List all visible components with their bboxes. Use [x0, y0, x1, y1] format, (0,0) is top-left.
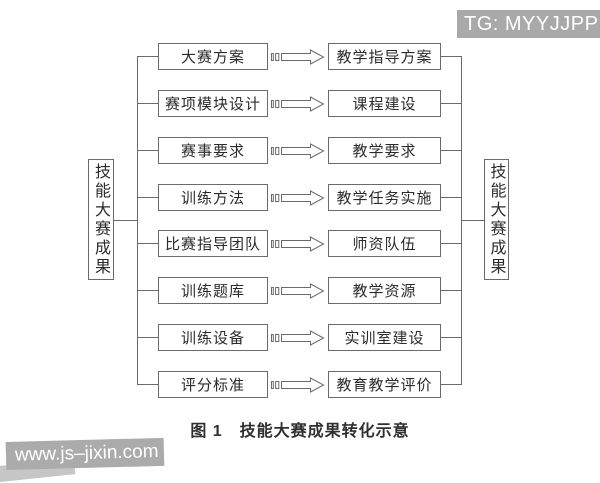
row-connector-left — [137, 337, 158, 338]
row-connector-left — [137, 384, 158, 385]
target-box: 教育教学评价 — [328, 371, 441, 398]
row-connector-right — [441, 103, 461, 104]
row-connector-left — [137, 197, 158, 198]
row-connector-right — [441, 290, 461, 291]
flow-row-8: 评分标准 教育教学评价 — [137, 371, 461, 398]
row-connector-right — [441, 384, 461, 385]
striped-right-arrow-icon — [268, 324, 328, 351]
flow-row-2: 赛项模块设计 课程建设 — [137, 90, 461, 117]
right-mid-connector — [461, 220, 484, 221]
left-mid-connector — [114, 220, 137, 221]
source-box: 赛事要求 — [158, 137, 268, 164]
flow-row-7: 训练设备 实训室建设 — [137, 324, 461, 351]
target-box: 实训室建设 — [328, 324, 441, 351]
flow-row-3: 赛事要求 教学要求 — [137, 137, 461, 164]
source-box: 训练题库 — [158, 277, 268, 304]
row-connector-right — [441, 197, 461, 198]
target-box: 教学要求 — [328, 137, 441, 164]
target-box: 教学指导方案 — [328, 43, 441, 70]
watermark-top-badge: TG: MYYJJPP — [457, 10, 600, 38]
flow-row-6: 训练题库 教学资源 — [137, 277, 461, 304]
row-connector-right — [441, 243, 461, 244]
source-box: 训练设备 — [158, 324, 268, 351]
row-connector-left — [137, 243, 158, 244]
source-box: 训练方法 — [158, 184, 268, 211]
left-side-label: 技能大赛成果 — [92, 162, 111, 277]
striped-right-arrow-icon — [268, 230, 328, 257]
striped-right-arrow-icon — [268, 43, 328, 70]
source-box: 大赛方案 — [158, 43, 268, 70]
striped-right-arrow-icon — [268, 277, 328, 304]
target-box: 教学资源 — [328, 277, 441, 304]
left-trunk-line — [137, 56, 138, 385]
figure-caption: 图 1 技能大赛成果转化示意 — [190, 423, 410, 440]
source-box: 赛项模块设计 — [158, 90, 268, 117]
row-connector-right — [441, 337, 461, 338]
row-connector-left — [137, 56, 158, 57]
target-box: 课程建设 — [328, 90, 441, 117]
source-box: 评分标准 — [158, 371, 268, 398]
row-connector-left — [137, 290, 158, 291]
watermark-site-url: www.js–jixin.com — [5, 437, 165, 470]
striped-right-arrow-icon — [268, 90, 328, 117]
row-connector-right — [441, 56, 461, 57]
row-connector-left — [137, 103, 158, 104]
striped-right-arrow-icon — [268, 184, 328, 211]
right-side-label-box: 技能大赛成果 — [484, 159, 509, 280]
target-box: 师资队伍 — [328, 230, 441, 257]
flow-row-4: 训练方法 教学任务实施 — [137, 184, 461, 211]
right-side-label: 技能大赛成果 — [487, 162, 507, 277]
row-connector-left — [137, 150, 158, 151]
target-box: 教学任务实施 — [328, 184, 441, 211]
row-connector-right — [441, 150, 461, 151]
left-side-label-box: 技能大赛成果 — [88, 159, 114, 280]
striped-right-arrow-icon — [268, 371, 328, 398]
flow-row-1: 大赛方案 教学指导方案 — [137, 43, 461, 70]
flow-row-5: 比赛指导团队 师资队伍 — [137, 230, 461, 257]
source-box: 比赛指导团队 — [158, 230, 268, 257]
striped-right-arrow-icon — [268, 137, 328, 164]
